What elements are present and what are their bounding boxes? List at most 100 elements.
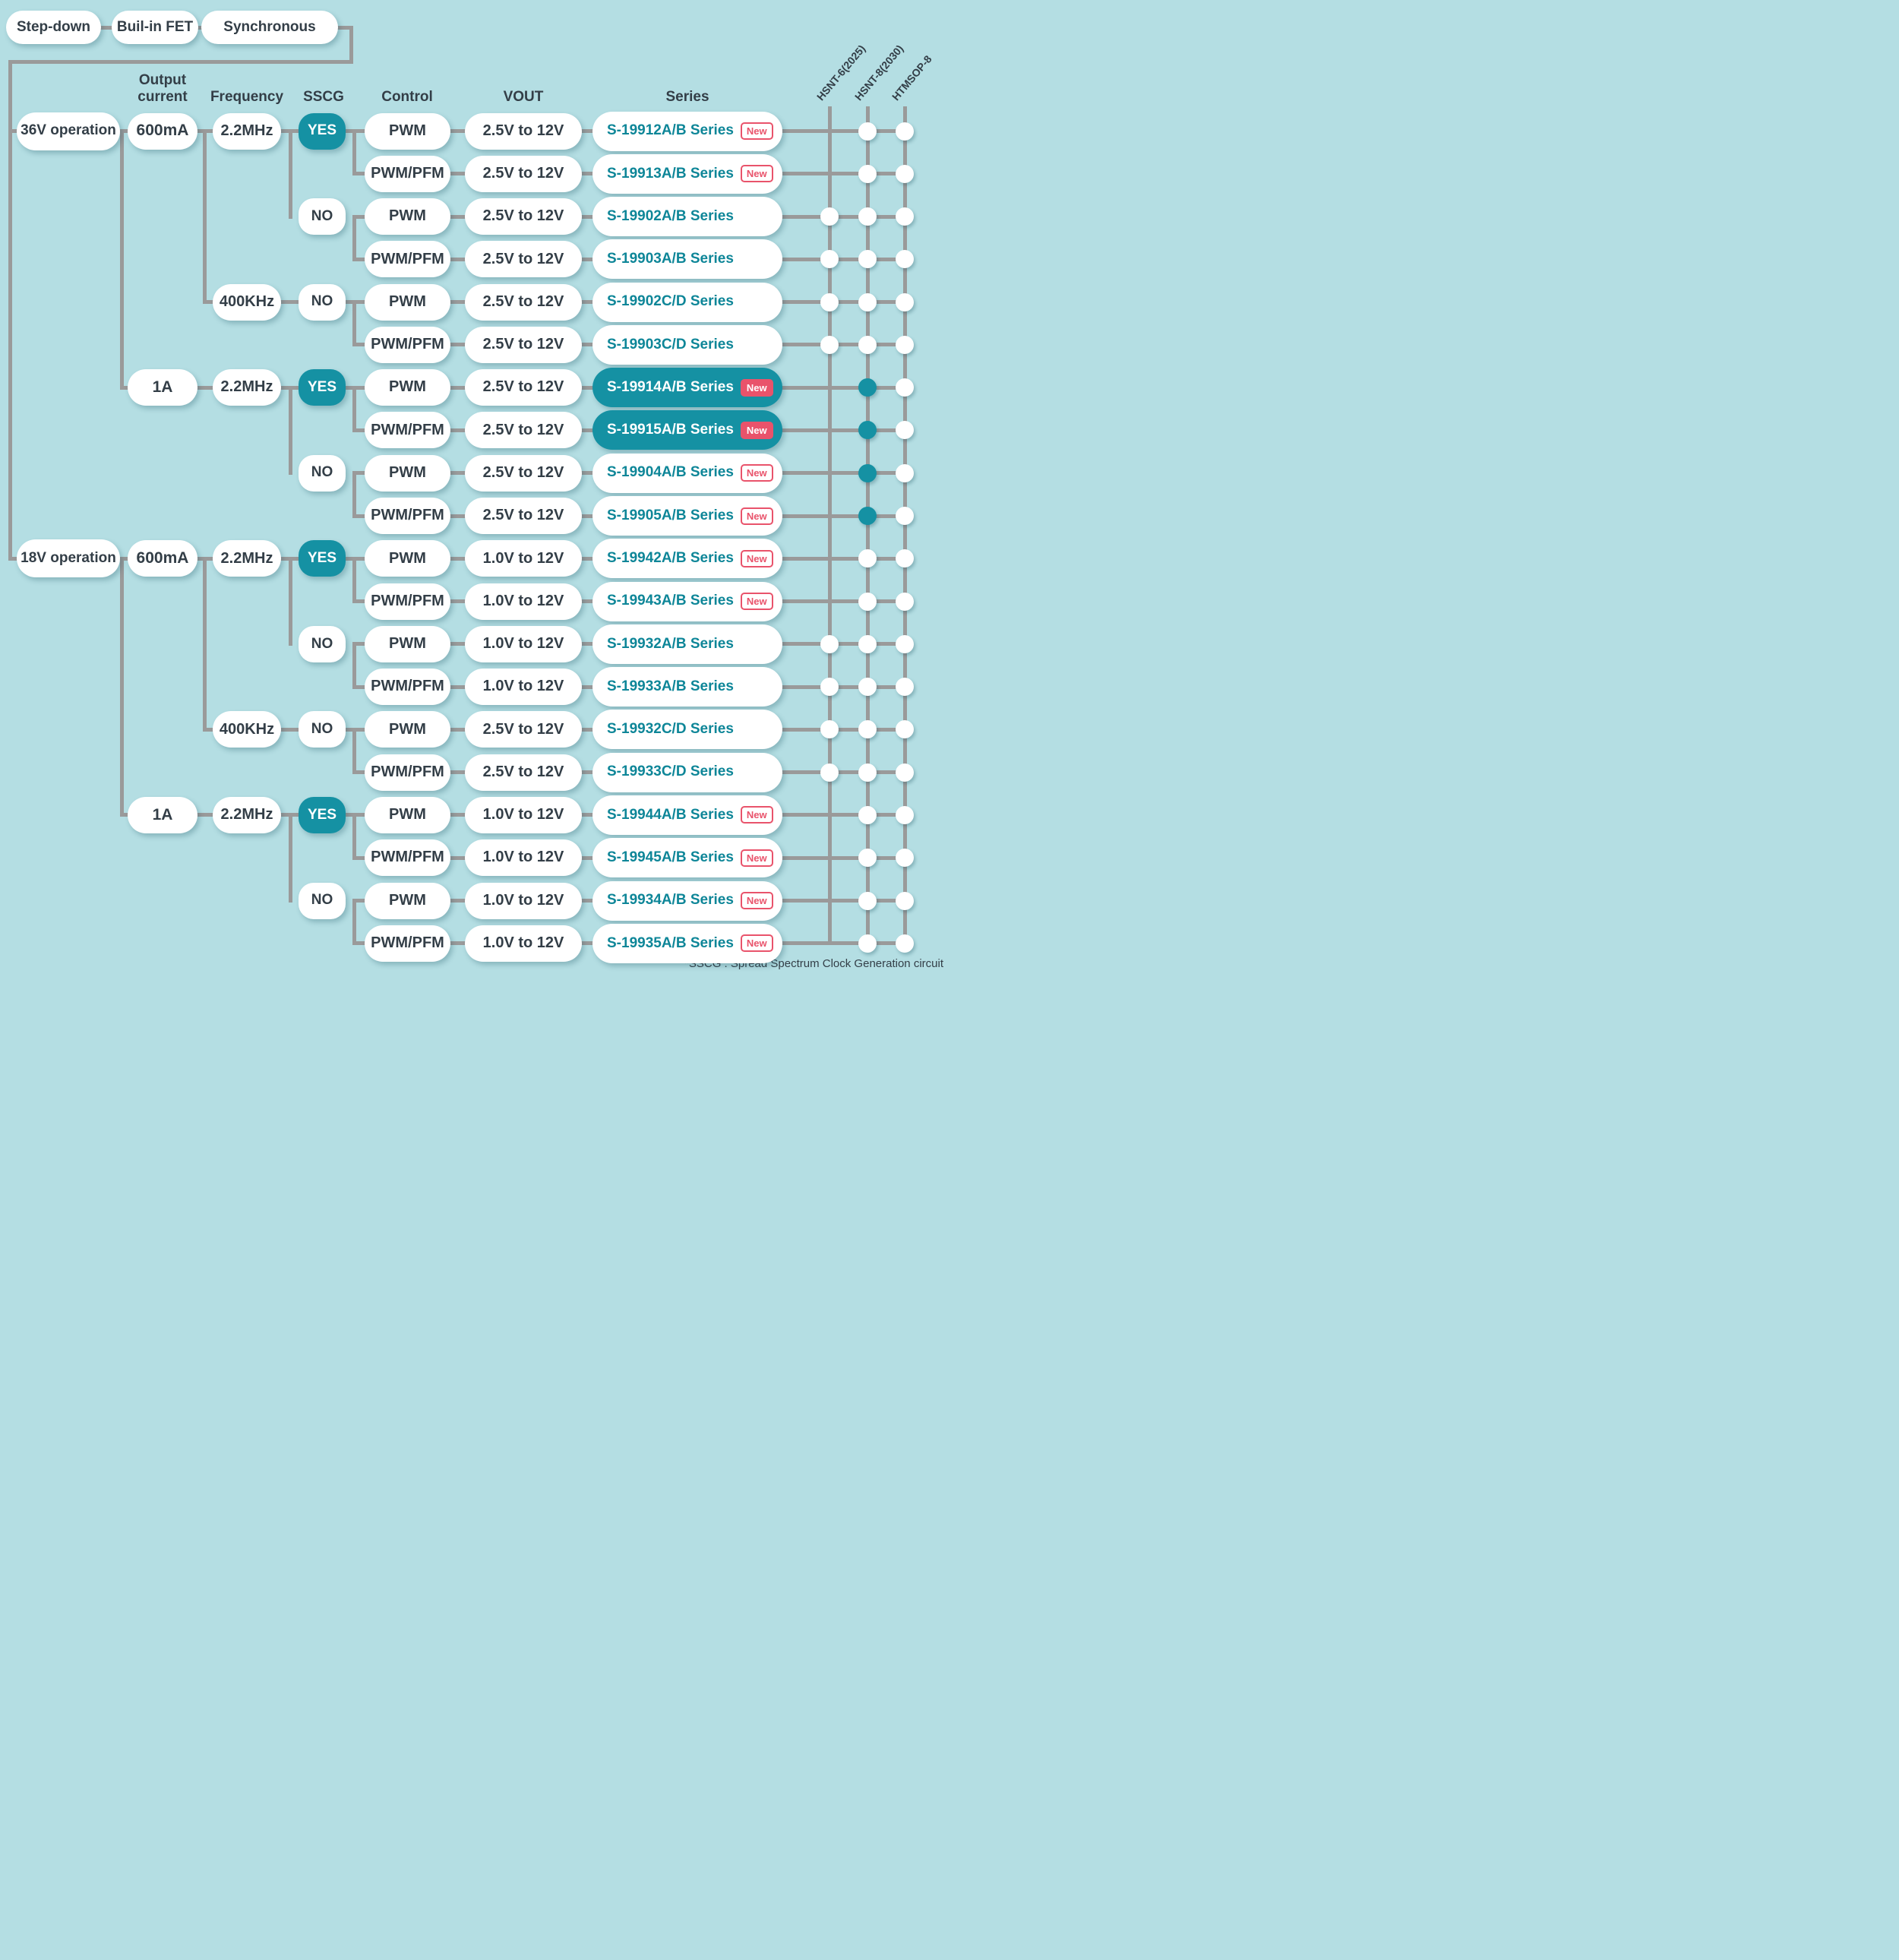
sscg-no-pill: NO	[299, 711, 346, 748]
control-pill: PWM	[365, 711, 450, 748]
package-dot-htmsop8	[896, 763, 914, 782]
package-dot-htmsop8	[896, 849, 914, 868]
vout-pill: 2.5V to 12V	[465, 498, 582, 535]
series-label: S-19932A/B Series	[607, 635, 734, 652]
control-pill: PWM/PFM	[365, 326, 450, 363]
package-column-line-htmsop8	[902, 106, 907, 946]
control-pill: PWM/PFM	[365, 241, 450, 278]
series-label: S-19905A/B Series	[607, 507, 734, 523]
synchronous-pill: Synchronous	[201, 11, 338, 44]
new-badge: New	[740, 507, 773, 525]
package-dot-hsnt6	[820, 207, 839, 226]
package-dot-hsnt8	[858, 207, 877, 226]
package-dot-htmsop8	[896, 507, 914, 526]
package-dot-hsnt6	[820, 763, 839, 782]
series-pill: S-19902C/D Series	[592, 282, 782, 322]
current-branch-line	[119, 556, 124, 817]
package-dot-htmsop8	[896, 891, 914, 910]
package-dot-htmsop8	[896, 164, 914, 183]
header-vout: VOUT	[503, 88, 544, 105]
new-badge: New	[740, 378, 773, 397]
vout-pill: 2.5V to 12V	[465, 112, 582, 150]
output-current-pill: 600mA	[128, 540, 197, 577]
vout-pill: 1.0V to 12V	[465, 796, 582, 833]
series-pill: S-19942A/B Series New	[592, 539, 782, 579]
control-branch-line	[352, 214, 356, 261]
sscg-no-pill: NO	[299, 198, 346, 236]
package-dot-hsnt8	[858, 763, 877, 782]
series-label: S-19904A/B Series	[607, 464, 734, 481]
package-dot-htmsop8	[896, 207, 914, 226]
output-current-pill: 1A	[128, 796, 197, 833]
package-column-line-hsnt6	[827, 106, 832, 946]
control-branch-line	[352, 385, 356, 432]
header-output-current: Output current	[137, 72, 188, 105]
new-badge: New	[740, 806, 773, 824]
elbow-connector	[349, 26, 353, 64]
series-pill: S-19903A/B Series	[592, 239, 782, 280]
control-branch-line	[352, 727, 356, 775]
sscg-no-pill: NO	[299, 454, 346, 492]
control-pill: PWM	[365, 112, 450, 150]
vout-pill: 1.0V to 12V	[465, 583, 582, 620]
control-pill: PWM/PFM	[365, 925, 450, 962]
package-dot-hsnt8	[858, 421, 877, 440]
package-dot-hsnt8	[858, 678, 877, 697]
package-dot-hsnt6	[820, 720, 839, 739]
vout-pill: 2.5V to 12V	[465, 326, 582, 363]
series-label: S-19913A/B Series	[607, 165, 734, 182]
frequency-pill: 2.2MHz	[213, 796, 281, 833]
package-dot-htmsop8	[896, 592, 914, 611]
operations-branch-line	[8, 60, 12, 561]
new-badge: New	[740, 549, 773, 567]
package-dot-hsnt8	[858, 549, 877, 568]
header-frequency: Frequency	[210, 88, 284, 105]
sscg-branch-line	[288, 556, 292, 646]
package-dot-hsnt8	[858, 378, 877, 397]
package-dot-htmsop8	[896, 720, 914, 739]
series-label: S-19944A/B Series	[607, 806, 734, 823]
series-label: S-19912A/B Series	[607, 122, 734, 139]
series-label: S-19914A/B Series	[607, 378, 734, 395]
frequency-pill: 400KHz	[213, 283, 281, 321]
package-dot-hsnt8	[858, 592, 877, 611]
frequency-pill: 2.2MHz	[213, 540, 281, 577]
sscg-branch-line	[288, 813, 292, 903]
header-sscg: SSCG	[303, 88, 344, 105]
frequency-pill: 2.2MHz	[213, 369, 281, 406]
vout-pill: 2.5V to 12V	[465, 283, 582, 321]
package-dot-htmsop8	[896, 122, 914, 141]
series-label: S-19915A/B Series	[607, 422, 734, 438]
root-connector	[8, 60, 353, 64]
series-pill: S-19902A/B Series	[592, 197, 782, 237]
series-label: S-19935A/B Series	[607, 934, 734, 951]
package-dot-htmsop8	[896, 378, 914, 397]
package-dot-hsnt8	[858, 463, 877, 482]
new-badge: New	[740, 849, 773, 867]
control-pill: PWM	[365, 796, 450, 833]
step-down-pill: Step-down	[6, 11, 101, 44]
series-pill: S-19933A/B Series	[592, 667, 782, 707]
series-label: S-19942A/B Series	[607, 550, 734, 567]
sscg-yes-pill: YES	[299, 796, 346, 833]
operation-pill: 36V operation	[17, 112, 120, 150]
control-branch-line	[352, 300, 356, 347]
control-pill: PWM/PFM	[365, 839, 450, 877]
new-badge: New	[740, 122, 773, 140]
sscg-branch-line	[288, 385, 292, 476]
series-pill: S-19912A/B Series New	[592, 111, 782, 151]
control-branch-line	[352, 471, 356, 518]
sscg-yes-pill: YES	[299, 540, 346, 577]
vout-pill: 2.5V to 12V	[465, 155, 582, 192]
sscg-no-pill: NO	[299, 625, 346, 662]
output-current-pill: 1A	[128, 369, 197, 406]
series-label: S-19945A/B Series	[607, 849, 734, 865]
package-dot-hsnt8	[858, 934, 877, 953]
vout-pill: 2.5V to 12V	[465, 454, 582, 492]
package-dot-htmsop8	[896, 805, 914, 824]
series-pill: S-19914A/B Series New	[592, 368, 782, 408]
header-series: Series	[665, 88, 709, 105]
